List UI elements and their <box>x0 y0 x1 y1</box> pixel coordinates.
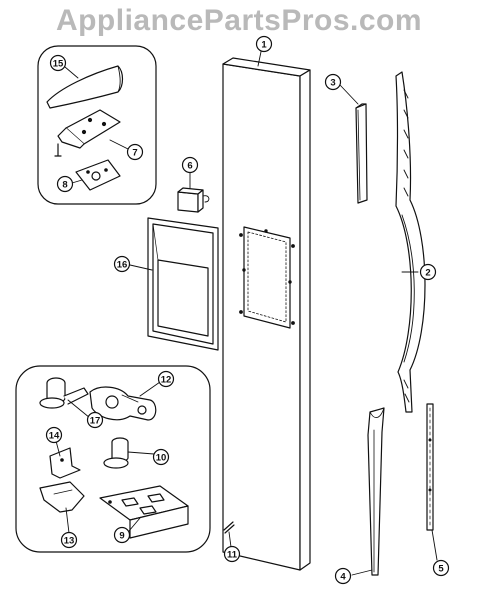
callout-8-label: 8 <box>62 180 67 191</box>
screw-part-11 <box>223 521 235 534</box>
hinge-inset-panel-top <box>37 45 157 205</box>
callout-13: 13 <box>60 531 78 549</box>
callout-1: 1 <box>255 35 273 53</box>
callout-15-label: 15 <box>53 59 64 70</box>
callout-12: 12 <box>157 370 175 388</box>
callout-6: 6 <box>181 156 199 174</box>
callout-10: 10 <box>152 448 170 466</box>
callout-6-label: 6 <box>187 161 192 172</box>
hinge-bracket-part-8 <box>75 159 121 191</box>
callout-9-label: 9 <box>119 531 124 542</box>
callout-17: 17 <box>86 411 104 429</box>
hinge-inset-panel-bottom <box>15 365 211 553</box>
hinge-cover-part-15 <box>46 65 124 109</box>
callout-2: 2 <box>419 263 437 281</box>
hinge-bracket-part-12 <box>89 386 157 421</box>
hinge-pin-part-17 <box>39 377 89 409</box>
callout-17-label: 17 <box>90 416 101 427</box>
callout-7: 7 <box>126 143 144 161</box>
callout-11-label: 11 <box>227 550 238 561</box>
trim-part-4 <box>367 407 385 576</box>
hinge-plate-part-9 <box>99 485 189 539</box>
cover-part-13 <box>39 481 85 513</box>
callout-14-label: 14 <box>49 431 60 442</box>
part-6-block <box>177 187 210 213</box>
callout-9: 9 <box>113 526 131 544</box>
dispenser-frame-part-16 <box>147 217 219 351</box>
callout-8: 8 <box>56 175 74 193</box>
hinge-plate-part-7 <box>54 109 121 157</box>
callout-5-label: 5 <box>438 564 444 575</box>
callout-16: 16 <box>113 255 131 273</box>
callout-5: 5 <box>432 559 450 577</box>
callout-16-label: 16 <box>117 260 128 271</box>
watermark: AppliancePartsPros.com <box>55 4 423 37</box>
callout-14: 14 <box>45 426 63 444</box>
callout-4-label: 4 <box>340 572 346 583</box>
callout-1-label: 1 <box>261 40 267 51</box>
roller-part-10 <box>103 437 129 469</box>
callout-3: 3 <box>324 73 342 91</box>
trim-part-3 <box>355 103 368 204</box>
strip-part-5 <box>426 403 434 531</box>
callout-7-label: 7 <box>132 148 137 159</box>
callout-13-label: 13 <box>64 536 75 547</box>
callout-10-label: 10 <box>156 453 167 464</box>
callout-12-label: 12 <box>161 375 172 386</box>
bracket-part-14 <box>49 447 81 479</box>
door-panel-part <box>222 57 311 571</box>
callout-11: 11 <box>223 545 241 563</box>
handle-part <box>395 71 426 413</box>
callout-2-label: 2 <box>425 268 430 279</box>
callout-4: 4 <box>334 567 352 585</box>
callout-3-label: 3 <box>330 78 335 89</box>
callout-15: 15 <box>49 54 67 72</box>
